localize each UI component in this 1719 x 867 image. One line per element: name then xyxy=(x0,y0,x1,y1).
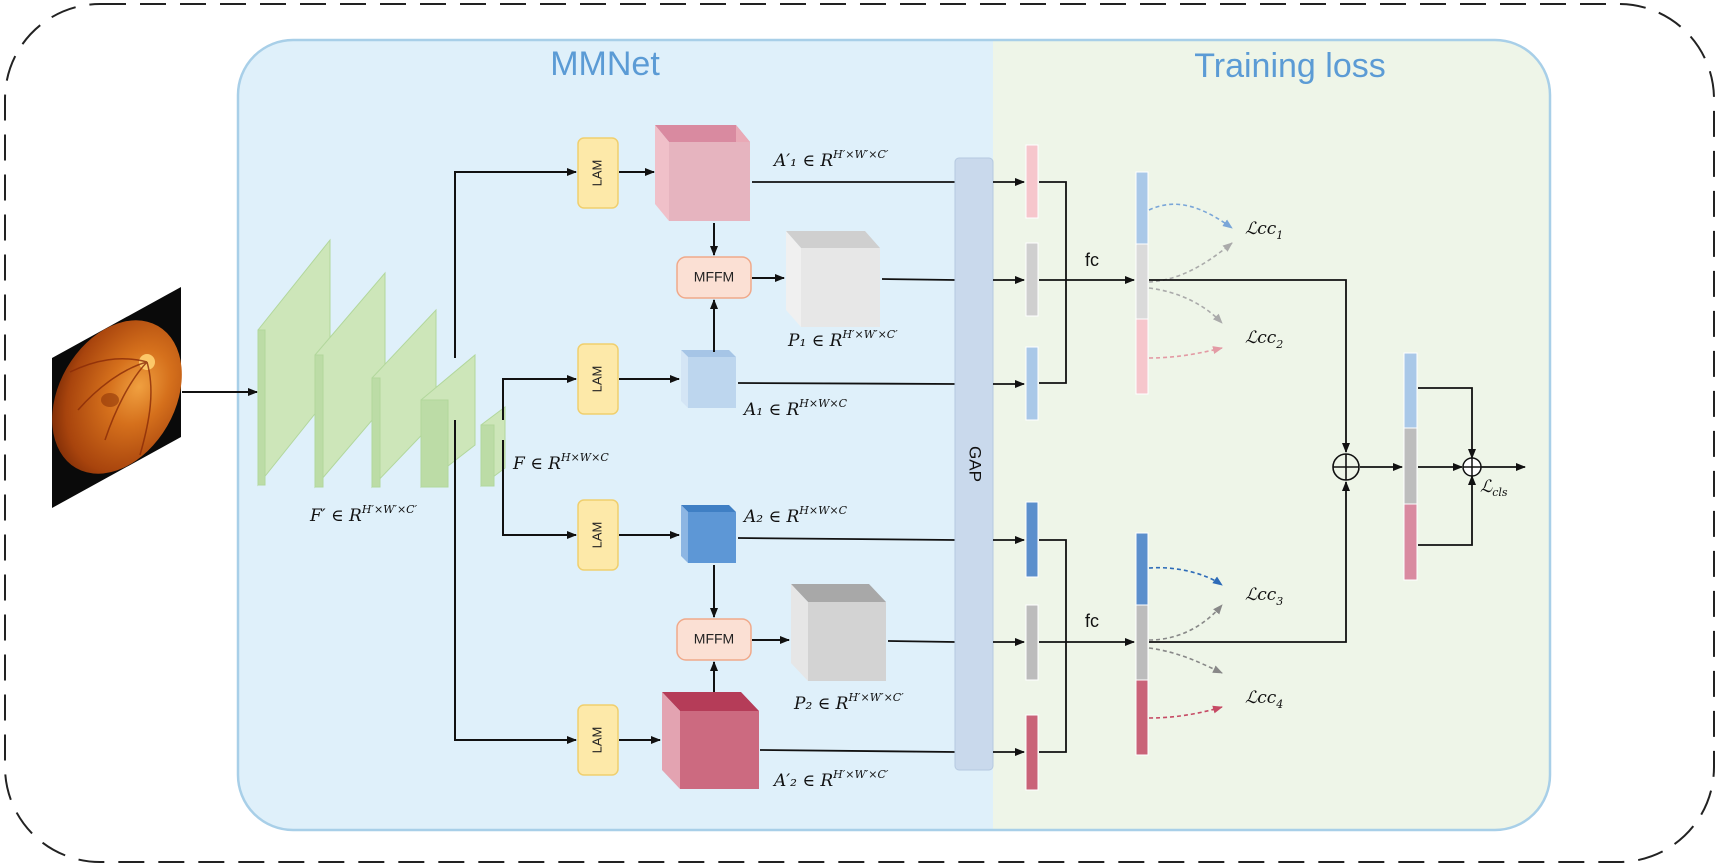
loss-lcc2: ℒcc2 xyxy=(1245,328,1283,351)
gap-output-arrows xyxy=(993,178,1025,756)
svg-text:LAM: LAM xyxy=(589,727,604,754)
panel-border xyxy=(236,38,1552,832)
label-f-prime: F′ ∈ RH′×W′×C′ xyxy=(309,503,418,526)
mffm-block-1: MFFM xyxy=(676,256,752,299)
loss-lcc4: ℒcc4 xyxy=(1245,688,1283,711)
mmnet-title: MMNet xyxy=(550,45,660,83)
cc-loss-arrows-bottom xyxy=(1148,566,1223,719)
mffm-arrows xyxy=(710,223,790,692)
features-to-gap-lines xyxy=(737,181,956,753)
lam-block-4: LAM xyxy=(577,704,619,776)
loss-lcc3: ℒcc3 xyxy=(1245,585,1283,608)
svg-text:LAM: LAM xyxy=(589,522,604,549)
svg-text:MFFM: MFFM xyxy=(694,631,734,647)
loss-lcc1: ℒcc1 xyxy=(1245,219,1283,242)
training-loss-panel xyxy=(993,40,1550,830)
fc-vector-1 xyxy=(1135,171,1149,395)
label-a1-prime: A′₁ ∈ RH′×W′×C′ xyxy=(772,148,889,171)
label-a2: A₂ ∈ RH×W×C xyxy=(742,504,848,527)
gap-block: GAP xyxy=(954,157,994,771)
svg-text:MFFM: MFFM xyxy=(694,269,734,285)
training-loss-title: Training loss xyxy=(1194,47,1385,85)
label-p1: P₁ ∈ RH′×W′×C′ xyxy=(787,328,898,351)
loss-lcls: ℒcls xyxy=(1480,477,1508,499)
label-p2: P₂ ∈ RH′×W′×C′ xyxy=(793,691,904,714)
outer-dashed-frame xyxy=(4,3,1715,863)
fundus-image xyxy=(52,287,182,508)
cube-a1-prime xyxy=(655,125,750,221)
label-a1: A₁ ∈ RH×W×C xyxy=(742,397,848,420)
svg-text:LAM: LAM xyxy=(589,366,604,393)
cube-a2-prime xyxy=(662,692,759,789)
cc-loss-arrows-top xyxy=(1148,203,1233,359)
cube-p2 xyxy=(791,584,886,681)
mffm-block-2: MFFM xyxy=(676,618,752,661)
lam-output-arrows xyxy=(619,168,680,744)
sum-operator-1 xyxy=(1332,453,1360,481)
lam-block-3: LAM xyxy=(577,499,619,571)
cube-a2 xyxy=(681,505,736,563)
cube-a1 xyxy=(681,350,736,408)
sum-operator-2 xyxy=(1462,457,1482,477)
svg-text:LAM: LAM xyxy=(589,160,604,187)
concat-lines xyxy=(1039,181,1135,753)
label-a2-prime: A′₂ ∈ RH′×W′×C′ xyxy=(772,768,889,791)
lam-block-2: LAM xyxy=(577,343,619,415)
label-f: F ∈ RH×W×C xyxy=(512,451,609,474)
cls-lines xyxy=(1418,387,1526,546)
fc-label-2: fc xyxy=(1085,611,1099,631)
lam-block-1: LAM xyxy=(577,137,619,209)
backbone-cnn xyxy=(257,238,506,489)
svg-text:GAP: GAP xyxy=(966,446,985,482)
fc-vector-2 xyxy=(1135,532,1149,756)
gap-vectors xyxy=(1025,144,1039,791)
fusion-lines xyxy=(1149,279,1403,643)
fc-label-1: fc xyxy=(1085,250,1099,270)
cube-p1 xyxy=(786,231,880,327)
fused-vector xyxy=(1403,352,1418,581)
backbone-routing xyxy=(454,168,577,744)
